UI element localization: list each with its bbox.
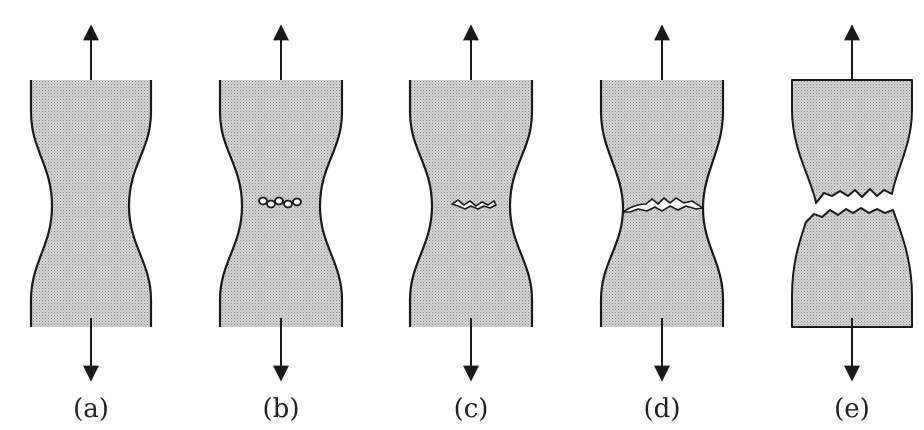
stage-b: (b) xyxy=(218,24,344,424)
specimen-c-right-edge xyxy=(508,80,534,327)
specimen-c-left-edge xyxy=(408,80,434,327)
stage-d: (d) xyxy=(599,24,725,424)
stage-label-b: (b) xyxy=(263,394,300,424)
specimen-a-right-edge xyxy=(127,80,153,327)
propagating-crack xyxy=(622,197,704,213)
specimen-a xyxy=(31,80,151,327)
void xyxy=(258,196,268,206)
stage-e: (e) xyxy=(791,24,913,424)
void xyxy=(292,197,302,207)
stage-label-e: (e) xyxy=(834,394,870,424)
specimen-e-upper-half xyxy=(791,79,913,204)
microvoids xyxy=(258,196,302,209)
stage-label-c: (c) xyxy=(454,394,489,424)
internal-crack xyxy=(451,199,497,210)
specimen-a-left-edge xyxy=(29,80,54,327)
specimen-d-left-edge xyxy=(599,80,625,327)
specimen-e-lower-half xyxy=(791,207,913,328)
specimen-b-left-edge xyxy=(218,80,244,327)
void xyxy=(283,199,293,209)
specimen-b-right-edge xyxy=(318,80,344,327)
stage-label-a: (a) xyxy=(73,394,109,424)
stage-a: (a) xyxy=(29,24,153,424)
stage-label-d: (d) xyxy=(644,394,681,424)
void xyxy=(274,196,284,206)
stage-c: (c) xyxy=(408,24,534,424)
void xyxy=(266,199,276,209)
